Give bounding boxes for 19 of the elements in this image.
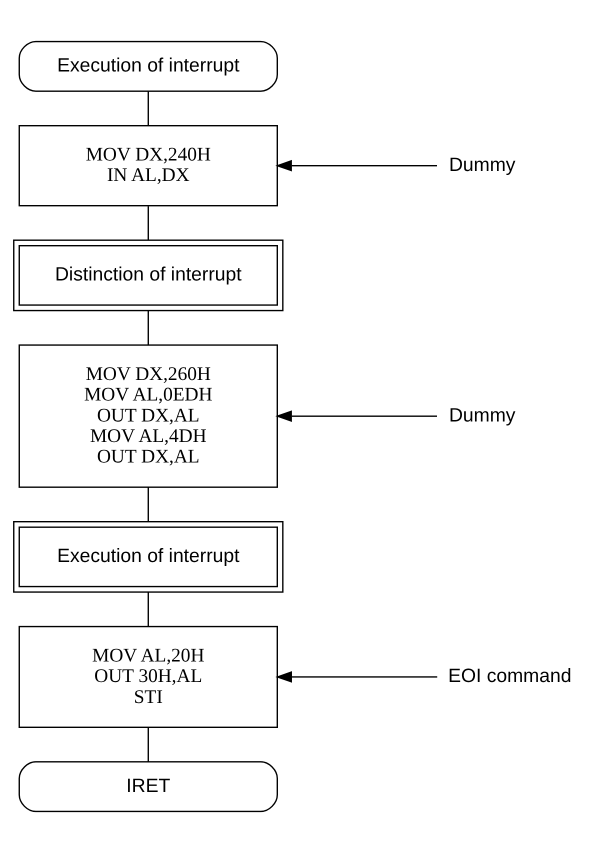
node-text: Dummy — [448, 154, 516, 176]
node-box: IRET — [18, 760, 278, 812]
arrow — [275, 159, 437, 171]
connector — [148, 592, 149, 626]
connector — [148, 486, 149, 522]
connector — [148, 726, 149, 761]
node-box: Execution of interrupt — [13, 520, 284, 592]
arrow — [275, 410, 437, 422]
arrow — [275, 670, 438, 682]
node-box: Distinction of interrupt — [13, 239, 284, 311]
node-text: Dummy — [448, 404, 516, 426]
connector — [148, 91, 149, 125]
node-box: MOV AL,20H OUT 30H,AL STI — [18, 625, 278, 728]
connector — [148, 310, 149, 344]
node-text: EOI command — [448, 666, 572, 687]
node-box: Execution of interrupt — [18, 40, 278, 92]
node-box: MOV DX,240H IN AL,DX — [18, 124, 278, 206]
node-box: MOV DX,260H MOV AL,0EDH OUT DX,AL MOV AL,4DH OUT DX,AL — [18, 344, 278, 488]
connector — [148, 206, 149, 240]
